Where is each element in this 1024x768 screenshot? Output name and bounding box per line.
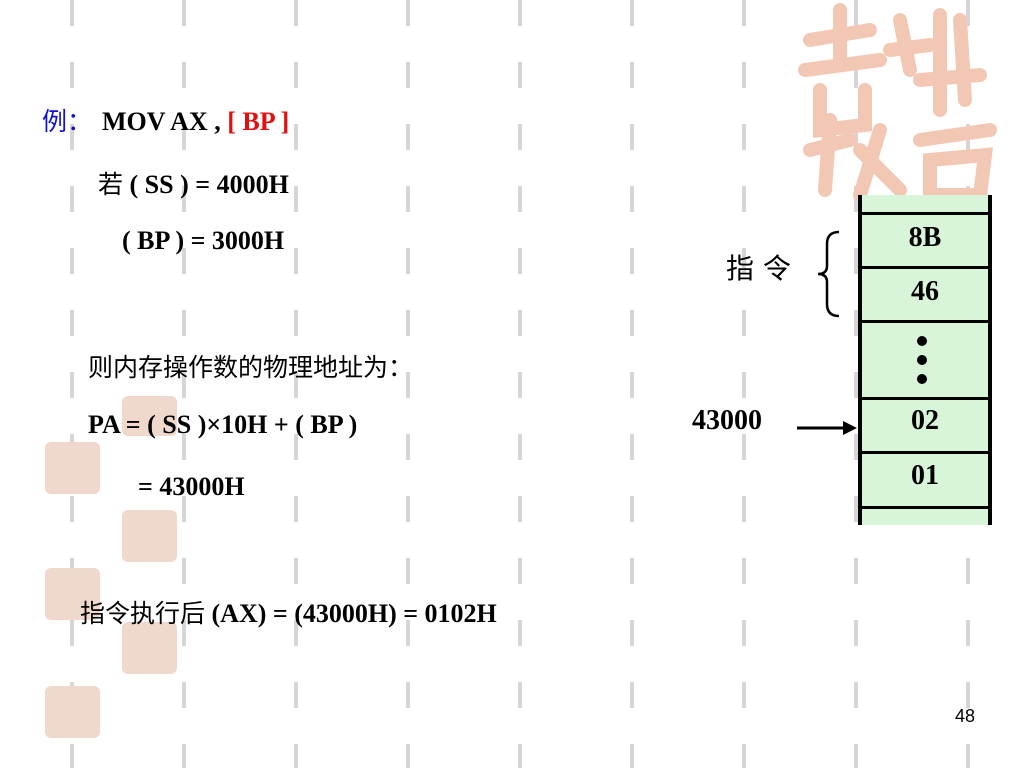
memory-divider	[858, 397, 992, 400]
example-label: 例：	[42, 107, 93, 136]
after-execution-line: 指令执行后 (AX) = (43000H) = 0102H	[80, 594, 497, 630]
arrow-right-icon	[797, 421, 857, 435]
instruction-operand: [ BP ]	[227, 107, 290, 136]
small-seal-6	[122, 396, 177, 436]
pa-formula: PA = ( SS )×10H + ( BP )	[88, 410, 358, 439]
small-seal-3	[45, 568, 100, 620]
ellipsis-dot	[917, 374, 927, 384]
small-seal-4	[122, 622, 177, 674]
instruction-label: 指 令	[726, 252, 791, 285]
small-seal-2	[122, 510, 177, 562]
memory-cell: 8B	[908, 222, 942, 253]
memory-cell: 46	[911, 276, 939, 307]
memory-cell: 01	[911, 460, 939, 491]
ss-condition: ( SS ) = 4000H	[129, 170, 289, 199]
brace-icon	[817, 230, 840, 318]
pa-heading: 则内存操作数的物理地址为：	[88, 353, 414, 382]
ss-cond-prefix: 若	[98, 170, 124, 199]
ss-condition-line: 若 ( SS ) = 4000H	[98, 165, 289, 201]
bp-condition: ( BP ) = 3000H	[122, 226, 285, 255]
example-line: 例： MOV AX , [ BP ]	[42, 102, 289, 138]
address-label: 43000	[692, 405, 762, 436]
instruction-prefix: MOV AX ,	[102, 107, 228, 136]
small-seal-5	[45, 686, 100, 738]
memory-divider	[858, 451, 992, 454]
after-prefix: 指令执行后	[80, 599, 206, 628]
page-number: 48	[955, 706, 976, 726]
small-seal-1	[45, 442, 100, 494]
pa-result: = 43000H	[138, 472, 245, 501]
memory-divider	[858, 320, 992, 323]
memory-divider	[858, 506, 992, 509]
memory-cell: 02	[911, 405, 939, 436]
memory-divider	[858, 212, 992, 215]
ellipsis-dot	[917, 355, 927, 365]
memory-divider	[858, 266, 992, 269]
calligraphy-seal-logo	[798, 3, 997, 200]
ellipsis-dot	[917, 336, 927, 346]
after-text: (AX) = (43000H) = 0102H	[211, 599, 497, 628]
